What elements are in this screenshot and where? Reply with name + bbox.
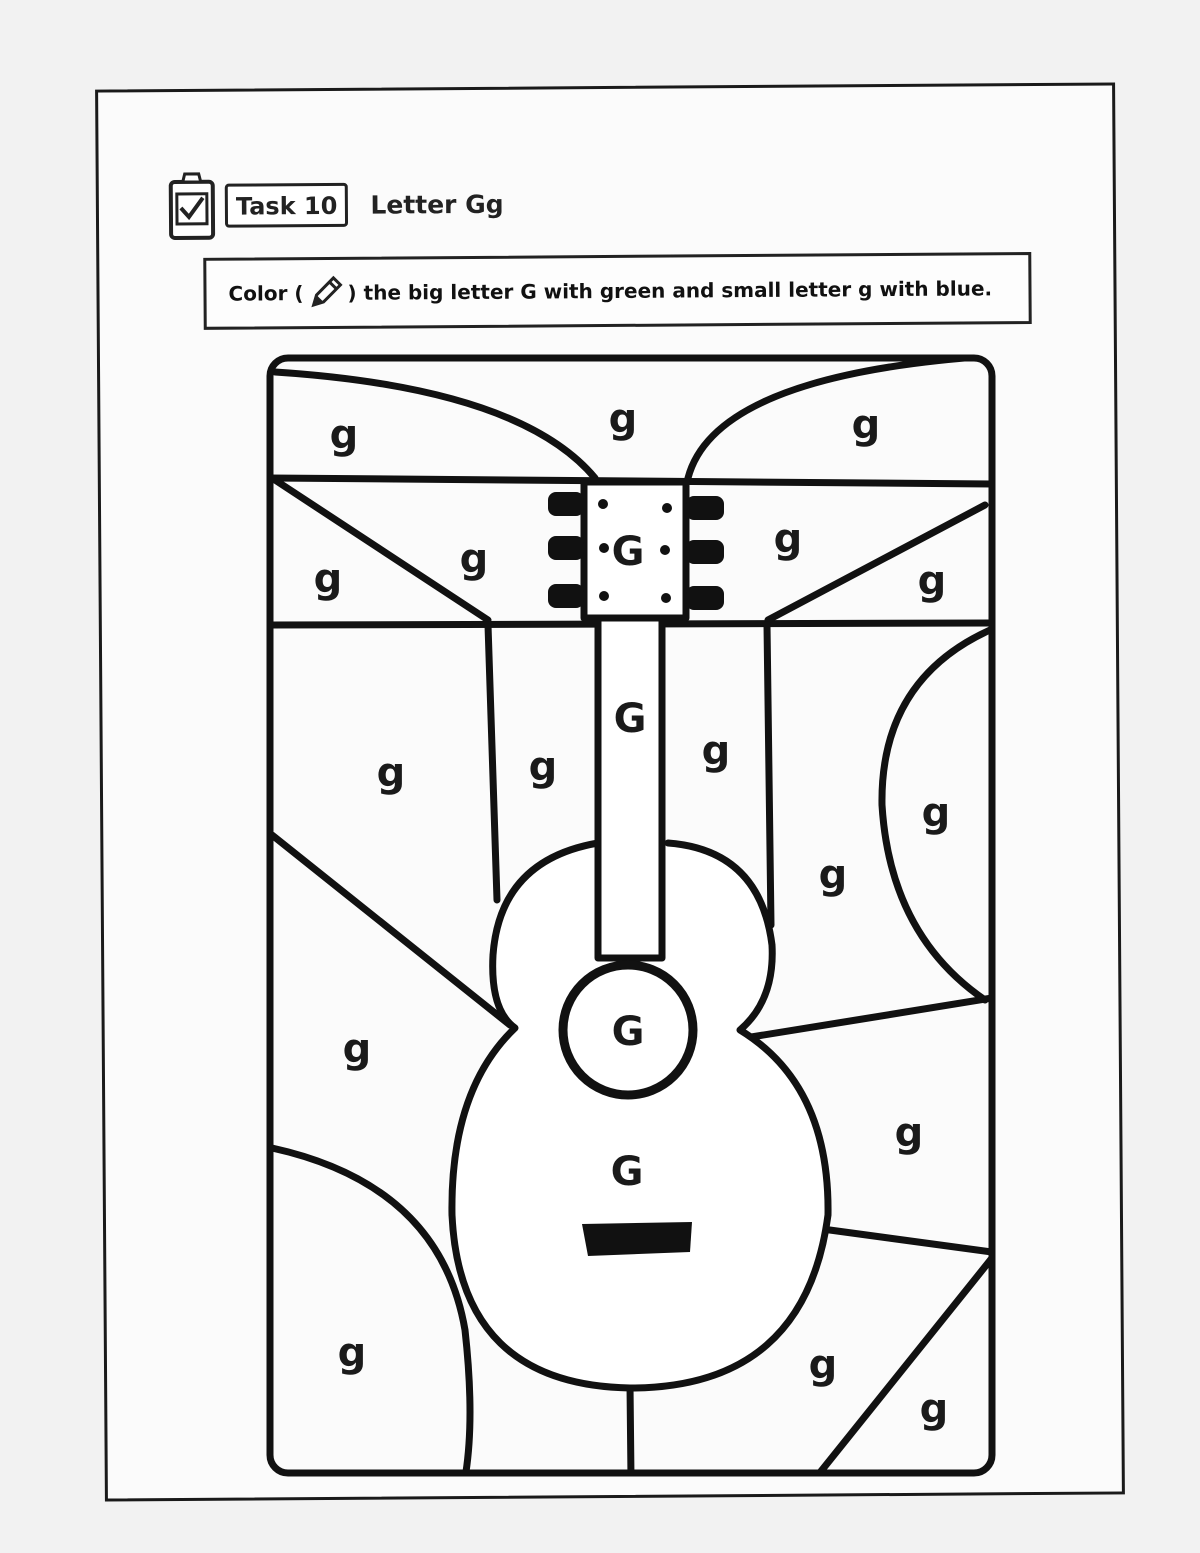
region-letter-mid-right-strip: g bbox=[702, 728, 731, 774]
left-diagonal bbox=[270, 831, 514, 1029]
region-letter-lower-left: g bbox=[343, 1026, 372, 1072]
region-letter-neck: G bbox=[614, 696, 647, 742]
right-strip-line bbox=[763, 621, 775, 929]
region-letter-band-right-inner: g bbox=[774, 516, 803, 562]
bottom-left-arc bbox=[270, 1144, 474, 1473]
bottom-center-line bbox=[626, 1381, 635, 1473]
region-letter-bottom-right: g bbox=[809, 1342, 838, 1388]
right-lower-line bbox=[741, 994, 992, 1042]
region-letter-right-semicircle: g bbox=[922, 790, 951, 836]
task-header: Task 10 Letter Gg bbox=[167, 168, 504, 242]
top-right-arc bbox=[684, 358, 992, 482]
region-letter-headstock: G bbox=[612, 529, 645, 575]
band-right-diagonal bbox=[764, 501, 989, 624]
region-letter-right-middle: g bbox=[819, 852, 848, 898]
region-letter-top-right: g bbox=[852, 402, 881, 448]
region-letter-band-right-outer: g bbox=[918, 558, 947, 604]
region-letter-lower-right: g bbox=[895, 1110, 924, 1156]
pencil-icon bbox=[311, 275, 343, 308]
region-letter-sound-hole: G bbox=[612, 1009, 645, 1055]
instruction-box: Color ( ) the big letter G with green an… bbox=[203, 252, 1032, 330]
region-letter-mid-left: g bbox=[377, 750, 406, 796]
guitar-body-outline bbox=[448, 839, 832, 1392]
right-semicircle-arc bbox=[878, 626, 992, 1004]
region-letter-top-left: g bbox=[330, 412, 359, 458]
region-letter-bottom-right-corner: g bbox=[920, 1386, 949, 1432]
guitar-neck bbox=[594, 614, 666, 962]
top-left-arc bbox=[271, 368, 599, 482]
band-left-diagonal bbox=[271, 476, 492, 624]
region-letter-mid-left-strip: g bbox=[529, 744, 558, 790]
guitar-bridge bbox=[582, 1222, 692, 1256]
tuning-pegs bbox=[548, 492, 724, 610]
clipboard-check-icon bbox=[168, 172, 216, 241]
picture-frame bbox=[266, 354, 996, 1477]
left-strip-line bbox=[484, 621, 501, 904]
sound-hole-ring bbox=[558, 960, 698, 1100]
bottom-right-line bbox=[811, 1224, 992, 1256]
region-letter-bottom-left-circle: g bbox=[338, 1330, 367, 1376]
corner-diagonal bbox=[814, 1254, 992, 1473]
region-letter-band-left-inner: g bbox=[460, 536, 489, 582]
region-letter-guitar-body: G bbox=[611, 1149, 644, 1195]
worksheet-page: Task 10 Letter Gg Color ( ) the big lett… bbox=[95, 82, 1125, 1502]
region-letter-band-left-outer: g bbox=[314, 556, 343, 602]
region-letter-top-center: g bbox=[609, 396, 638, 442]
